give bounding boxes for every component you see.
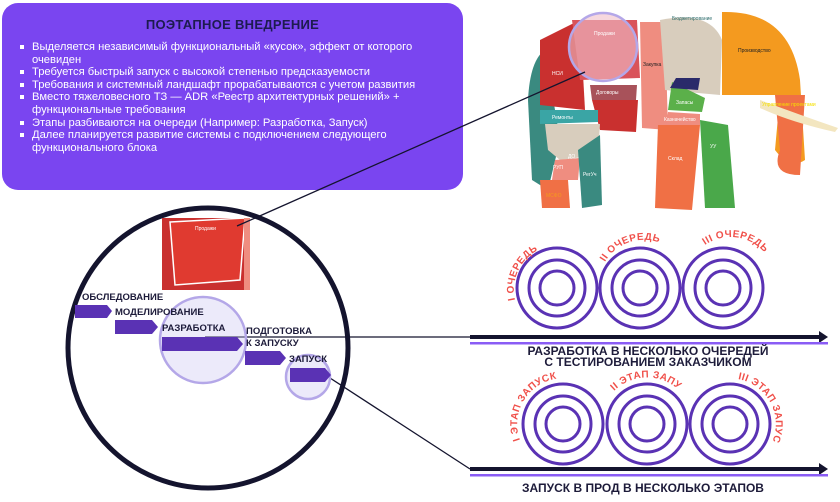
zoom-circle bbox=[65, 205, 351, 491]
connector-line bbox=[236, 71, 586, 227]
bullet-item: Далее планируется развитие системы с под… bbox=[20, 129, 452, 154]
stage-label: РАЗРАБОТКА bbox=[162, 323, 225, 334]
stage-label: МОДЕЛИРОВАНИЕ bbox=[115, 307, 204, 318]
elephant-label: Запасы bbox=[676, 100, 694, 106]
stage-label: К ЗАПУСКУ bbox=[246, 338, 299, 349]
elephant-label: Договоры bbox=[596, 90, 619, 96]
stage-arrow bbox=[115, 320, 158, 334]
bullet-item: Вместо тяжеловесного ТЗ — ADR «Реестр ар… bbox=[20, 91, 452, 116]
bullet-list: Выделяется независимый функциональный «к… bbox=[18, 41, 452, 154]
stage-arrow bbox=[290, 368, 331, 382]
elephant-label: Закупка bbox=[643, 62, 662, 68]
row1-caption: С ТЕСТИРОВАНИЕМ ЗАКАЗЧИКОМ bbox=[544, 355, 751, 369]
panel-title: ПОЭТАПНОЕ ВНЕДРЕНИЕ bbox=[145, 17, 320, 32]
timeline-arrow-2 bbox=[470, 463, 828, 477]
queue-label: II ОЧЕРЕДЬ bbox=[598, 232, 661, 264]
elephant-label: МСФО bbox=[546, 193, 562, 199]
bullet-item: Этапы разбиваются на очереди (Например: … bbox=[20, 117, 452, 130]
elephant-label: Продажи bbox=[594, 31, 615, 37]
elephant-label: ДО bbox=[568, 154, 575, 160]
stage-arrow bbox=[75, 305, 112, 318]
timeline-arrow-1 bbox=[470, 331, 828, 345]
row2-caption: ЗАПУСК В ПРОД В НЕСКОЛЬКО ЭТАПОВ bbox=[522, 481, 764, 495]
elephant-label: Склад bbox=[668, 156, 683, 162]
crop-label: Продажи bbox=[195, 226, 216, 232]
elephant-label: Бюджетирование bbox=[672, 16, 712, 22]
stage-arrow bbox=[245, 351, 286, 365]
stage-label: ЗАПУСК bbox=[289, 354, 327, 365]
ring-groups bbox=[515, 246, 772, 466]
info-panel: ПОЭТАПНОЕ ВНЕДРЕНИЕ Выделяется независим… bbox=[2, 3, 463, 190]
elephant-label: Ремонты bbox=[552, 115, 573, 121]
bullet-item: Требования и системный ландшафт прорабат… bbox=[20, 79, 452, 92]
stage-label: ПОДГОТОВКА bbox=[246, 326, 312, 337]
connector-line bbox=[329, 377, 471, 470]
elephant-label: УУ bbox=[710, 144, 717, 150]
elephant-label: Производство bbox=[738, 48, 771, 54]
bullet-item: Выделяется независимый функциональный «к… bbox=[20, 41, 452, 66]
elephant-label: РУП bbox=[553, 165, 563, 171]
elephant-label: Казначейство bbox=[664, 116, 696, 123]
bullet-item: Требуется быстрый запуск с высокой степе… bbox=[20, 66, 452, 79]
elephant-label: РегУч bbox=[583, 172, 597, 178]
stage-label: ОБСЛЕДОВАНИЕ bbox=[82, 292, 163, 303]
elephant-label: НСИ bbox=[552, 71, 563, 77]
elephant-label: Управление проектами bbox=[762, 102, 816, 108]
elephant-illustration: Продажи НСИ Закупка Договоры Ремонты Бюд… bbox=[528, 11, 838, 210]
launch-stage-label: I ЭТАП ЗАПУСКА bbox=[0, 0, 557, 443]
stage-arrow bbox=[162, 337, 243, 351]
row1-caption: РАЗРАБОТКА В НЕСКОЛЬКО ОЧЕРЕДЕЙ bbox=[527, 343, 768, 358]
sales-crop-image: Продажи bbox=[162, 217, 250, 290]
